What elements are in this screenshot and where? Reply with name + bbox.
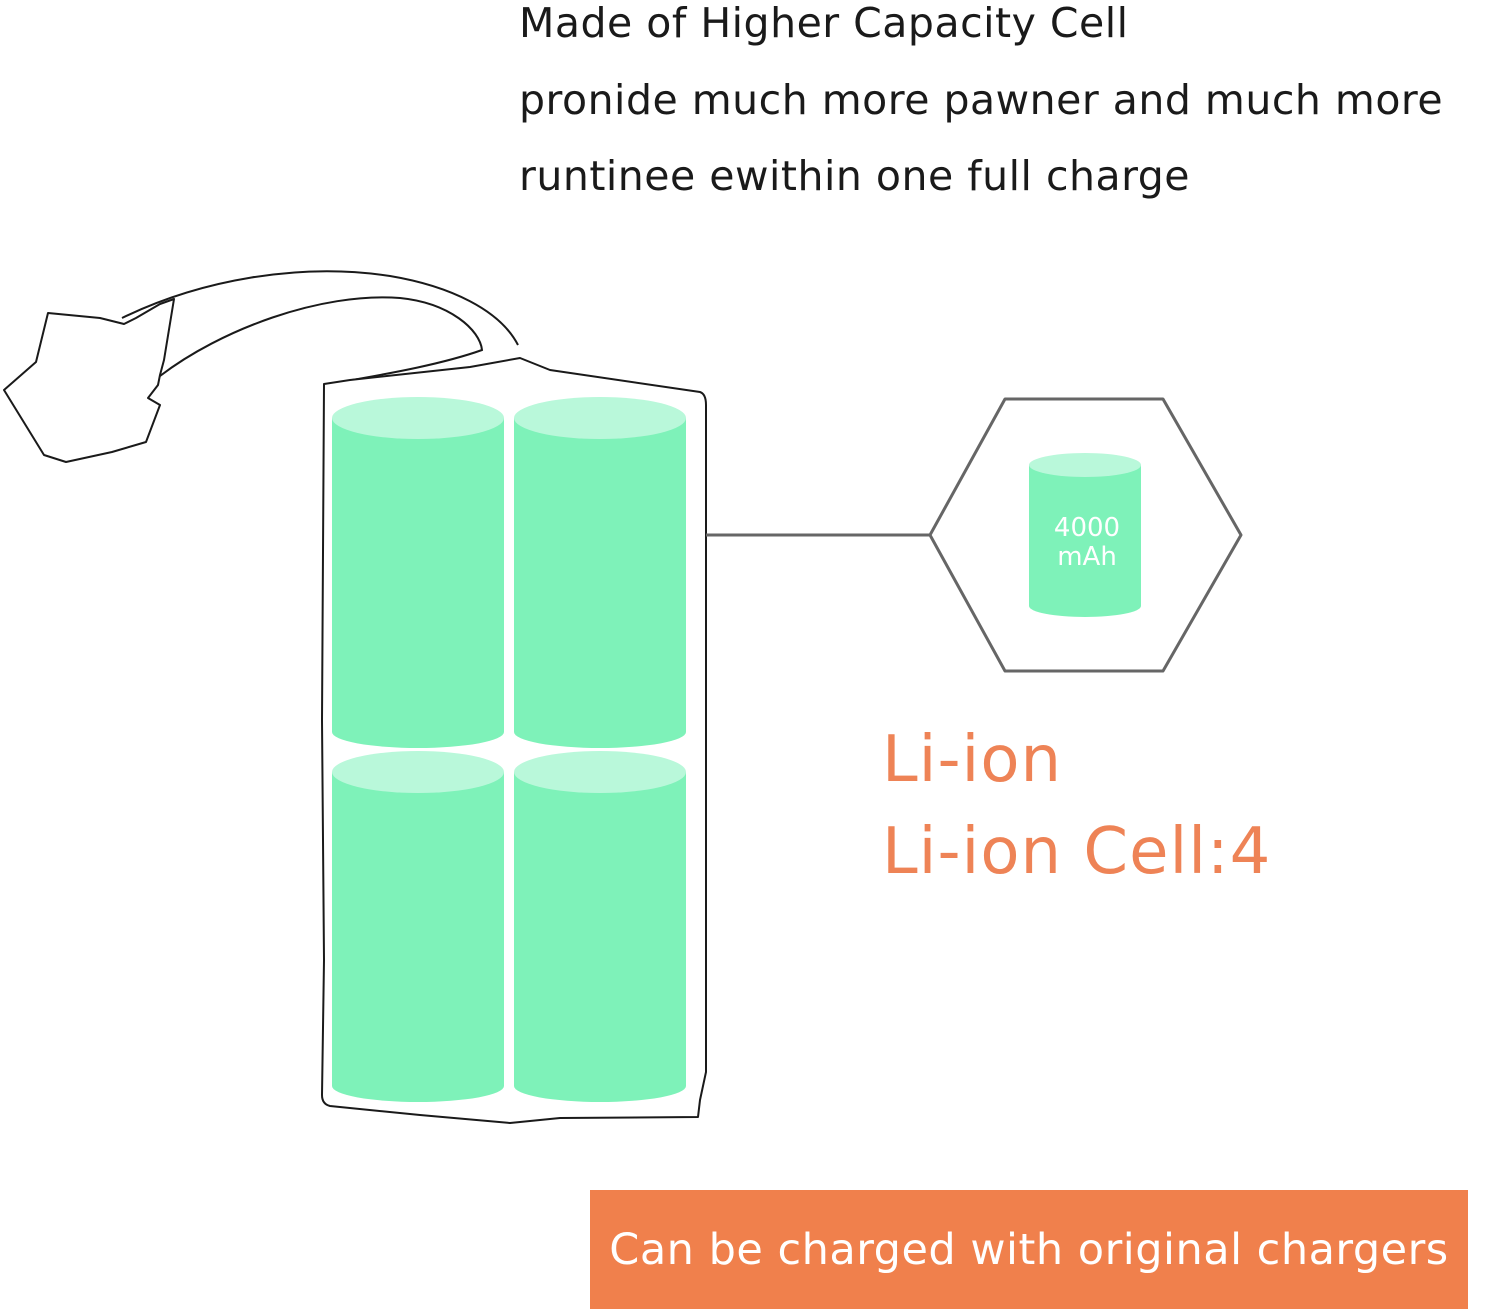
capacity-value: 4000 bbox=[1054, 513, 1120, 543]
headline-line-2: pronide much more pawner and much more bbox=[519, 76, 1444, 124]
cell-top-right bbox=[514, 397, 686, 748]
cell-icon bbox=[1029, 453, 1141, 617]
banner-text: Can be charged with original chargers bbox=[609, 1224, 1449, 1275]
cell-top-left bbox=[332, 397, 504, 748]
headline-line-3: runtinee ewithin one full charge bbox=[519, 152, 1190, 200]
connector-plug-icon bbox=[3, 298, 175, 463]
cell-bottom-right bbox=[514, 751, 686, 1102]
cable bbox=[121, 270, 519, 381]
chemistry-type-label: Li-ion bbox=[882, 723, 1063, 797]
headline-line-1: Made of Higher Capacity Cell bbox=[519, 0, 1129, 47]
cell-bottom-left bbox=[332, 751, 504, 1102]
capacity-unit: mAh bbox=[1057, 542, 1117, 572]
cell-count-label: Li-ion Cell:4 bbox=[882, 815, 1272, 889]
charger-compatibility-banner: Can be charged with original chargers bbox=[590, 1190, 1468, 1309]
